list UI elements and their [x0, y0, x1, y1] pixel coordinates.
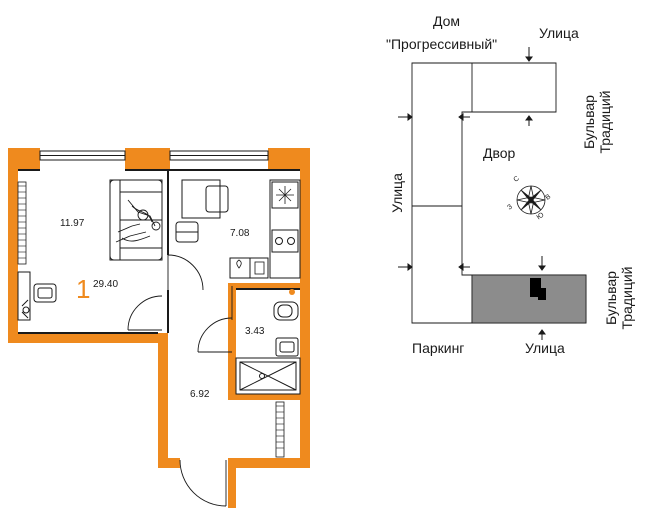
boulevard-top-line2: Традиций [597, 90, 613, 154]
doors [127, 254, 233, 507]
street-bottom-label: Улица [525, 340, 565, 356]
street-top-label: Улица [539, 25, 579, 41]
person-on-sofa-icon [115, 199, 161, 243]
boulevard-bottom-label: Бульвар Традиций [603, 258, 637, 338]
compass-rose-icon [516, 185, 546, 215]
building-label-line1: Дом [433, 13, 461, 29]
desk-with-chair [17, 271, 57, 321]
entrance-arrows [398, 47, 546, 340]
exterior-walls [8, 148, 310, 508]
total-area: 29.40 [93, 279, 119, 290]
boulevard-bottom-line2: Традиций [619, 266, 635, 330]
dining-table [175, 179, 229, 243]
fridge-icon [236, 259, 265, 275]
highlighted-section [471, 274, 587, 324]
living-room-area: 11.97 [60, 218, 85, 229]
site-plan [398, 47, 587, 340]
kitchen-counter [229, 179, 301, 279]
parking-label: Паркинг [412, 340, 465, 356]
yard-label: Двор [483, 145, 516, 161]
boulevard-top-label: Бульвар Традиций [581, 82, 615, 162]
radiator-fins [18, 185, 284, 449]
apartment-location-marker [530, 278, 546, 300]
sofa [109, 179, 163, 261]
floor-plan [8, 148, 310, 508]
radiators [17, 181, 285, 458]
street-left-label: Улица [389, 173, 405, 213]
heated-towel-rail-icon [289, 289, 295, 295]
hallway-area: 6.92 [190, 389, 210, 400]
building-label-line2: "Прогрессивный" [386, 36, 498, 52]
boulevard-top-line1: Бульвар [581, 95, 597, 149]
interior-partitions [18, 169, 300, 334]
bathroom-area: 3.43 [245, 326, 265, 337]
boulevard-bottom-line1: Бульвар [603, 271, 619, 325]
rooms-count: 1 [76, 274, 91, 304]
windows [39, 150, 269, 161]
kitchen-area: 7.08 [230, 228, 250, 239]
stove-burners-icon [276, 186, 294, 204]
bathroom-fixtures [235, 301, 301, 395]
